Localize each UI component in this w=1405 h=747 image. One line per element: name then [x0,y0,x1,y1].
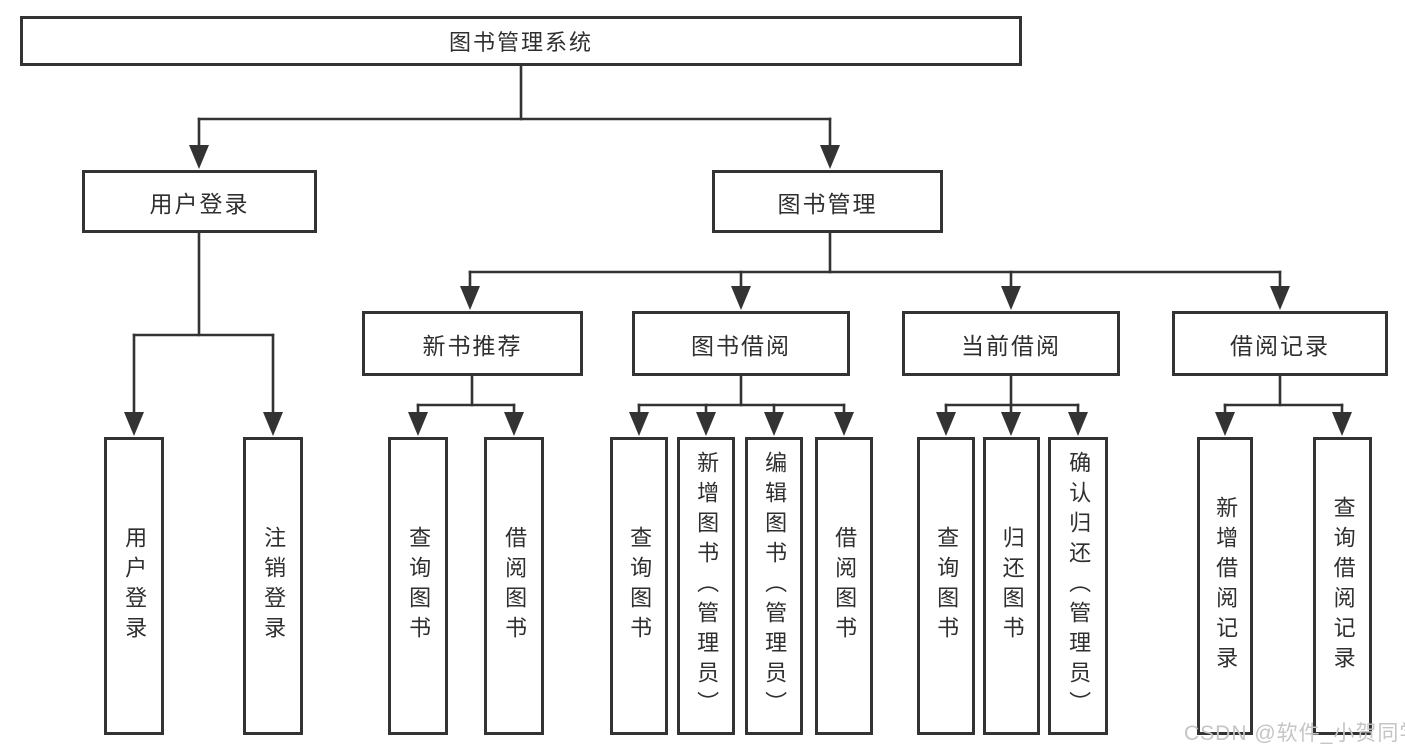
leaf-add-book-admin: 新增图书（管理员） [677,437,735,735]
node-borrow-record: 借阅记录 [1172,311,1388,376]
leaf-label: 借阅图书 [502,526,528,646]
leaf-query-borrow-record: 查询借阅记录 [1313,437,1372,735]
leaf-confirm-return-admin: 确认归还（管理员） [1048,437,1108,735]
leaf-logout: 注销登录 [243,437,303,735]
leaf-return-book: 归还图书 [983,437,1040,735]
node-label: 用户登录 [149,190,250,217]
leaf-label: 编辑图书（管理员） [762,451,788,721]
leaf-query-book-recommend: 查询图书 [388,437,448,735]
node-label: 图书管理 [777,190,878,217]
node-label: 新书推荐 [422,332,523,359]
leaf-query-book-borrow: 查询图书 [610,437,668,735]
leaf-label: 归还图书 [999,526,1025,646]
node-new-book-recommend: 新书推荐 [362,311,583,376]
leaf-add-borrow-record: 新增借阅记录 [1197,437,1253,735]
csdn-watermark: CSDN @软件_小贺同学 [1184,722,1405,745]
node-label: 图书借阅 [691,332,791,359]
node-user-login: 用户登录 [82,170,317,233]
leaf-label: 查询图书 [406,526,432,646]
node-book-management: 图书管理 [712,170,943,233]
leaf-query-book-current: 查询图书 [917,437,975,735]
leaf-label: 确认归还（管理员） [1066,451,1092,721]
leaf-borrow-book: 借阅图书 [815,437,873,735]
node-library-management-system: 图书管理系统 [20,16,1022,66]
leaf-label: 用户登录 [122,526,148,646]
node-label: 当前借阅 [961,332,1061,359]
leaf-label: 新增图书（管理员） [694,451,720,721]
node-label: 借阅记录 [1230,332,1330,359]
leaf-label: 借阅图书 [832,526,858,646]
node-book-borrow: 图书借阅 [632,311,850,376]
leaf-label: 注销登录 [261,526,287,646]
leaf-user-login: 用户登录 [104,437,164,735]
leaf-borrow-book-recommend: 借阅图书 [484,437,544,735]
leaf-label: 新增借阅记录 [1213,496,1239,676]
leaf-edit-book-admin: 编辑图书（管理员） [745,437,803,735]
leaf-label: 查询图书 [934,526,960,646]
node-label: 图书管理系统 [448,30,593,55]
leaf-label: 查询图书 [627,526,653,646]
leaf-label: 查询借阅记录 [1330,496,1356,676]
node-current-borrow: 当前借阅 [902,311,1120,376]
